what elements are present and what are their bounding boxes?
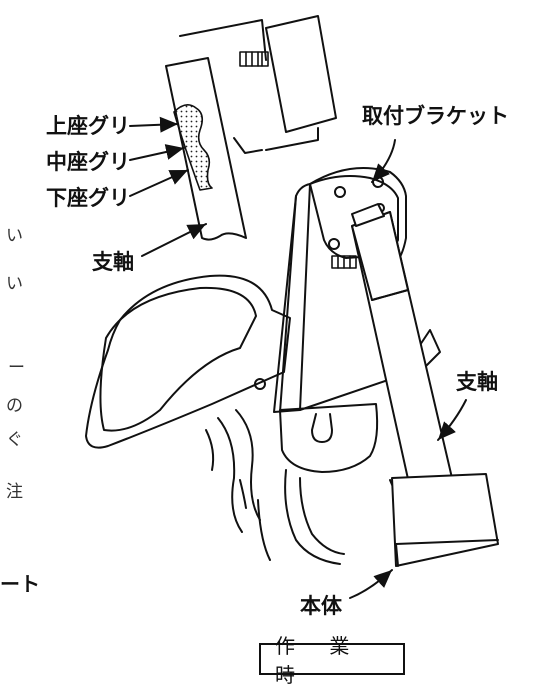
detail-bolt [239,51,269,67]
leader-shaft-main [437,399,467,441]
bracket-bolt [331,255,357,269]
label-shaft-detail: 支軸 [92,250,134,274]
leader-bracket [371,139,396,183]
leader-middle [129,144,185,161]
leader-shaft-detail [141,223,207,257]
label-upper-counterbore: 上座グリ [46,114,130,138]
tine-bottom [284,469,341,565]
margin-fragment: い [6,226,23,246]
margin-fragment: ー [8,358,25,378]
margin-fragment: い [6,274,23,294]
body-block [391,473,499,567]
leader-lower [129,169,189,197]
margin-fragment: の [6,396,23,416]
margin-fragment: ぐ [6,430,23,450]
label-mounting-bracket: 取付ブラケット [362,104,509,128]
bracket-hole-3 [328,238,340,250]
cover-hole [254,378,266,390]
work-time-box: 作 業 時 [259,634,405,687]
label-lower-counterbore: 下座グリ [46,186,130,210]
margin-fragment: 注 [6,482,23,502]
leader-upper [129,116,179,133]
counterbore-region [173,104,213,191]
detail-outline-plate-side [233,137,263,154]
detail-outline-plate [179,19,267,61]
arm-lower-end [279,403,379,473]
label-body: 本体 [300,594,342,618]
bracket-hole-1 [334,186,346,198]
leader-body [349,569,393,599]
label-middle-counterbore: 中座グリ [46,150,130,174]
label-shaft-main: 支軸 [456,370,498,394]
bracket-top [309,175,399,259]
margin-fragment-bold: ート [0,572,40,596]
tine-left [217,417,243,533]
detail-bracket-block [265,15,337,133]
detail-shaft-bar [165,57,247,241]
tine-cover [85,274,291,449]
